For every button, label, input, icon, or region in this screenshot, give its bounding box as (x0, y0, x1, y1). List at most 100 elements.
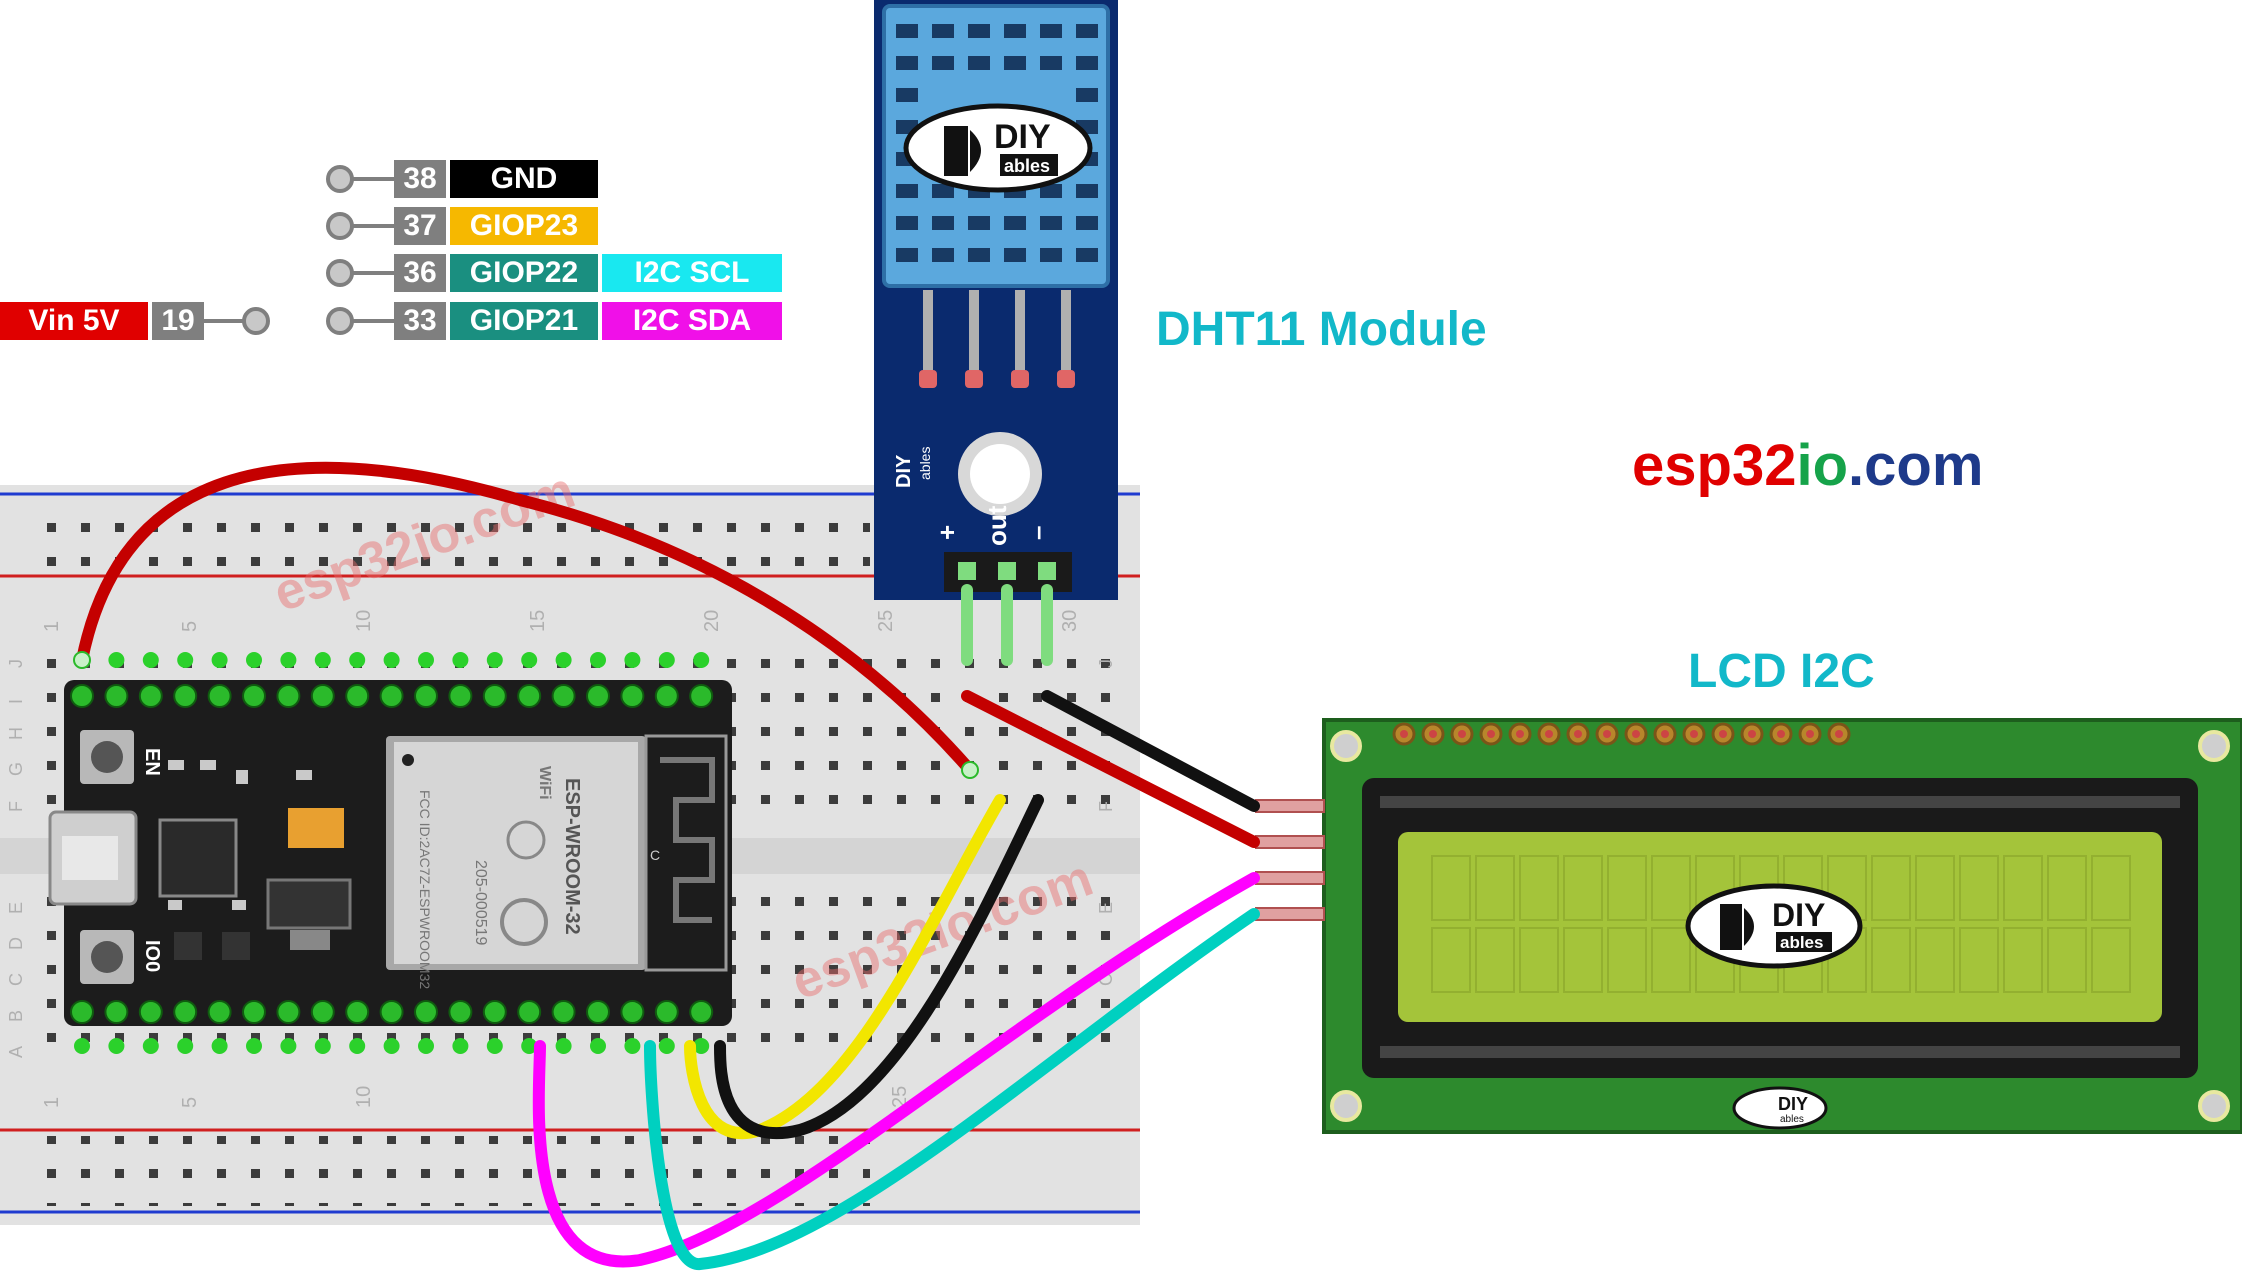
dht11-vent-slot (1076, 184, 1098, 198)
esp32-breadboard-pin (349, 652, 366, 668)
lcd-char-cell (1475, 855, 1515, 921)
esp32-header-pin (310, 684, 335, 708)
io0-label: IO0 (141, 940, 163, 972)
lcd-char-cell (1519, 927, 1559, 993)
lcd-char-cell (1563, 855, 1603, 921)
esp32-header-pin (586, 1000, 610, 1024)
pin-name-gnd: GND (450, 160, 598, 198)
esp32-breadboard-pin (452, 1038, 469, 1054)
logo-ables-lcd-small: ables (1780, 1114, 1804, 1125)
esp32-header-pin (517, 1000, 542, 1024)
lcd-char-cell (1651, 927, 1691, 993)
esp32-header-pin (310, 1000, 335, 1024)
esp32-breadboard-pin (521, 1038, 538, 1054)
esp32-header-pin (517, 684, 542, 708)
dht11-vent-slot (932, 216, 954, 230)
esp32-header-pin (345, 684, 370, 708)
dht11-vent-slot (1076, 248, 1098, 262)
lcd-pad-hole (1603, 730, 1611, 738)
esp32-header-pin (689, 684, 714, 708)
lcd-char-cell (1871, 927, 1911, 993)
esp32-breadboard-pin (693, 1038, 710, 1054)
esp32-header-pin (70, 1000, 94, 1024)
bb-col-15: 15 (527, 610, 549, 632)
lcd-char-cell (2091, 855, 2131, 921)
dht11-vent-slot (896, 216, 918, 230)
bb-row-e-right: E (1096, 902, 1116, 914)
lcd-pad-hole (1835, 730, 1843, 738)
esp32-breadboard-pin (383, 1038, 400, 1054)
antenna-c-label: C (650, 847, 660, 863)
lcd-pad-hole (1487, 730, 1495, 738)
lcd-pad-hole (1516, 730, 1524, 738)
esp32-breadboard-pin (108, 1038, 125, 1054)
esp32-header-pin (207, 1000, 232, 1024)
bb-row-c: C (6, 973, 26, 986)
esp32-breadboard-pin (590, 1038, 606, 1054)
dht11-vent-slot (932, 56, 954, 70)
esp32-header-pin (379, 1000, 404, 1024)
cert-number: 205-000519 (472, 860, 489, 946)
lcd-char-cell (2047, 927, 2087, 993)
esp32-breadboard-pin (555, 1038, 572, 1054)
esp32-header-pin (70, 684, 94, 708)
esp32-breadboard-pin (658, 1038, 675, 1054)
logo-ables-dht: ables (1004, 156, 1050, 176)
dht11-module: + out – DIY ables DIY ables (874, 0, 1118, 600)
pin-number-37: 37 (394, 207, 446, 245)
pin-number-33: 33 (394, 302, 446, 340)
lcd-pad-hole (1574, 730, 1582, 738)
dht11-vent-slot (968, 24, 990, 38)
esp32-header-pin (654, 1000, 679, 1024)
lcd-pad-hole (1806, 730, 1814, 738)
lcd-char-cell (1915, 855, 1955, 921)
bb-col-10-bottom: 10 (353, 1086, 375, 1108)
lcd-pad-hole (1661, 730, 1669, 738)
esp32-breadboard-pin (452, 652, 469, 668)
esp32-breadboard-pin (624, 1038, 641, 1054)
dht11-vent-slot (1040, 56, 1062, 70)
wire-data-yellow (684, 794, 1006, 1139)
esp32-breadboard-pin (246, 1038, 262, 1054)
lcd-char-cell (2047, 855, 2087, 921)
esp32-breadboard-pin (142, 1038, 159, 1054)
bb-row-i: I (6, 699, 26, 704)
esp32-board: EN IO0 C ESP-WR (48, 652, 732, 1054)
dht11-vent-slot (932, 248, 954, 262)
brand-part-io: io (1796, 433, 1849, 498)
pin-name-giop21: GIOP21 (450, 302, 598, 340)
esp32-header-pin (242, 684, 266, 708)
esp32-breadboard-pin (314, 1038, 331, 1054)
esp32-header-pin (551, 684, 576, 708)
lcd-pad-hole (1458, 730, 1466, 738)
lcd-pad-hole (1400, 730, 1408, 738)
brand-part-com: .com (1848, 433, 1984, 498)
lcd-pad-hole (1632, 730, 1640, 738)
esp32-header-pin (276, 684, 301, 708)
logo-diy-dht: DIY (994, 118, 1051, 156)
bb-row-d: D (6, 937, 26, 950)
bb-row-j-right: J (1096, 659, 1116, 668)
esp32-header-pin (379, 684, 404, 708)
dht11-vent-slot (968, 248, 990, 262)
ce-mark-icon (506, 820, 546, 860)
wire-gnd-black-esp (714, 794, 1044, 1139)
esp32-header-pin (207, 684, 232, 708)
dht11-vent-slot (932, 184, 954, 198)
logo-ables-pcb: ables (917, 447, 933, 480)
pinout-connectors (204, 165, 394, 335)
logo-ables-lcd: ables (1780, 933, 1823, 952)
lcd-char-cell (1431, 855, 1471, 921)
esp32-header-pin (620, 1000, 645, 1024)
esp32-header-pin (482, 684, 507, 708)
dht11-vent-slot (1004, 56, 1026, 70)
logo-diy-pcb: DIY (893, 454, 915, 488)
dht11-vent-slot (1076, 24, 1098, 38)
esp32-breadboard-pin (521, 652, 538, 668)
lcd-char-cell (1607, 927, 1647, 993)
wire-scl-cyan (644, 908, 1260, 1270)
esp32-breadboard-pin (383, 652, 400, 668)
dht11-module-label: DHT11 Module (1156, 303, 1487, 356)
lcd-i2c-label: LCD I2C (1688, 645, 1875, 698)
